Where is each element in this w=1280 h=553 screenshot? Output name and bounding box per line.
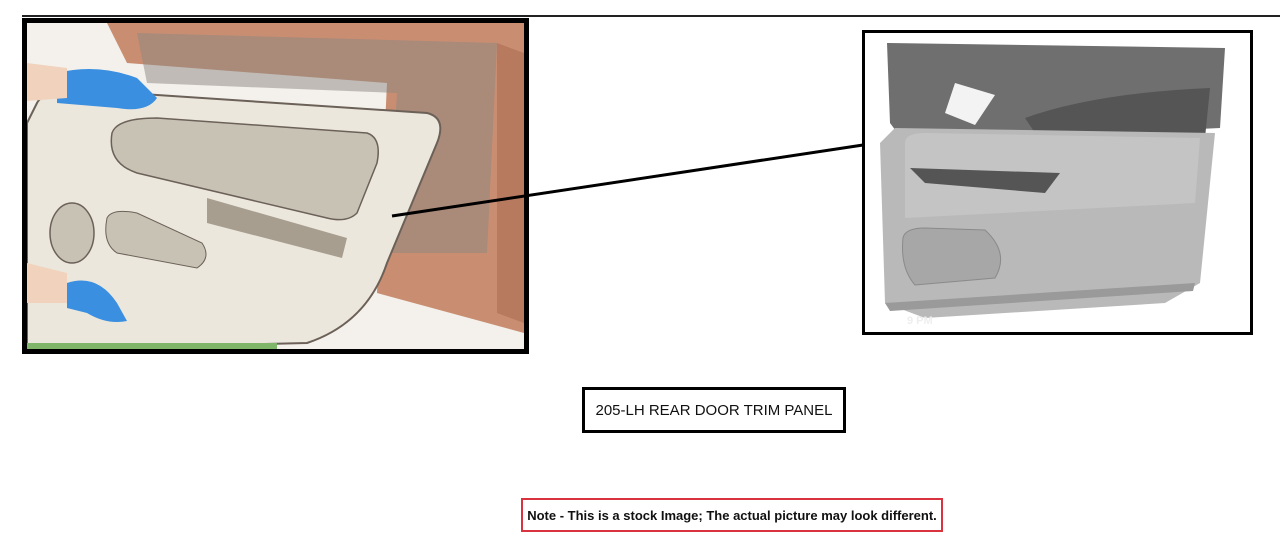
photo-timestamp: 9 PM — [907, 315, 933, 327]
top-divider — [22, 15, 1280, 17]
stock-image-note: Note - This is a stock Image; The actual… — [521, 498, 943, 532]
part-title: 205-LH REAR DOOR TRIM PANEL — [582, 387, 846, 433]
illustration-door-panel-removal — [22, 18, 529, 354]
photo-rear-door-trim-panel: 9 PM — [862, 30, 1253, 335]
